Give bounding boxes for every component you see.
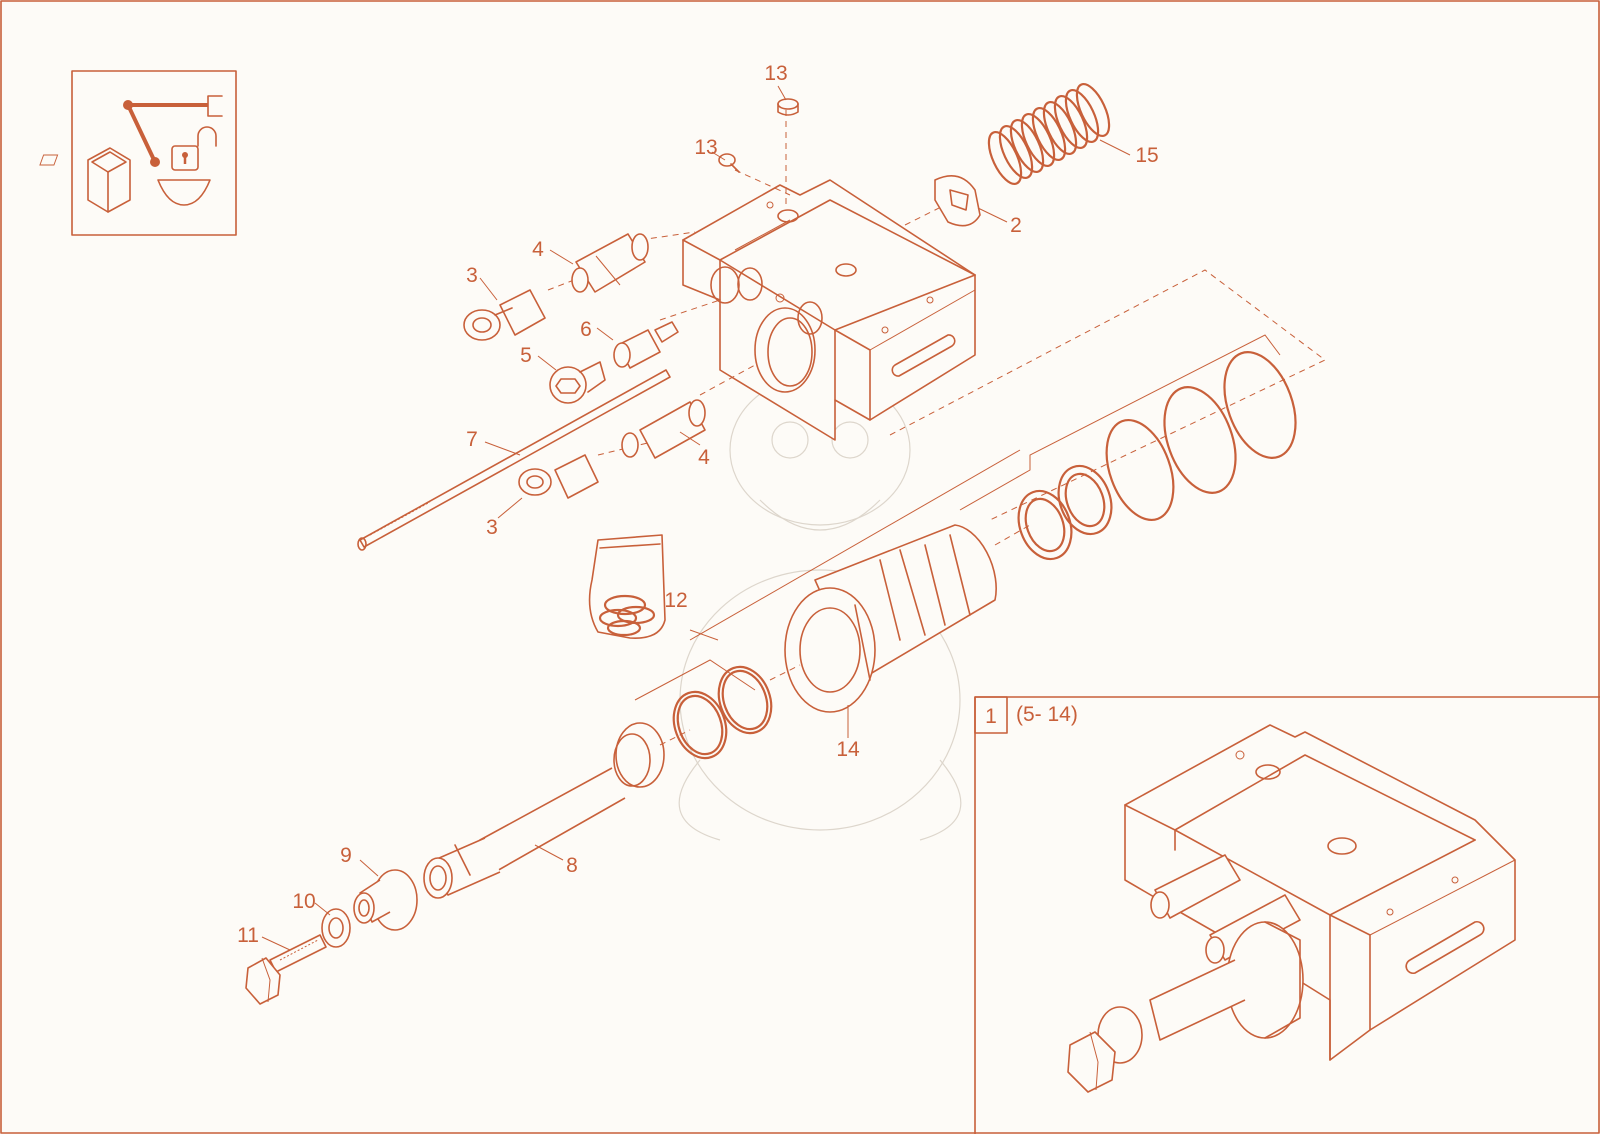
o-ring-set-right xyxy=(1017,351,1297,561)
assembly-guide-2 xyxy=(904,204,946,226)
callout-5: 5 xyxy=(520,344,532,367)
callout-6: 6 xyxy=(580,318,592,341)
assembly-guide-4a xyxy=(639,231,696,241)
inset-number-box xyxy=(974,696,1008,734)
part-13-plug-top xyxy=(777,98,799,116)
assembly-guide-shaft xyxy=(659,729,691,746)
part-3-elbow-upper xyxy=(463,289,546,341)
assembly-guide-rings-left xyxy=(769,664,801,681)
assembly-inset-panel xyxy=(974,696,1600,1134)
part-12-seal-kit-bag xyxy=(588,534,666,639)
part-3-elbow-lower xyxy=(518,454,599,499)
assembly-guide-14 xyxy=(994,524,1031,546)
kit-bracket-left xyxy=(634,659,756,701)
callout-12: 12 xyxy=(664,589,687,612)
part-13-plug-left xyxy=(718,153,740,173)
callout-3-upper: 3 xyxy=(466,264,478,287)
valve-block xyxy=(682,179,976,441)
inset-number: 1 xyxy=(985,705,997,728)
assembly-guide-6 xyxy=(659,299,721,321)
spring-coil xyxy=(1064,89,1100,143)
part-4-fitting-lower xyxy=(621,399,706,459)
part-7-rod xyxy=(357,369,671,551)
rocker-switch-icon xyxy=(39,147,131,213)
part-10-washer xyxy=(321,908,351,948)
part-11-hex-bolt xyxy=(245,934,327,1005)
assembly-guide-rings xyxy=(889,269,1326,521)
callout-leaders xyxy=(261,85,1131,951)
spring-coil xyxy=(1075,83,1111,137)
kit-bracket-center xyxy=(689,449,1021,641)
part-9-bushing xyxy=(353,869,418,931)
hydraulic-lock-symbol-icon xyxy=(71,70,237,236)
part-4-fitting-upper xyxy=(571,233,649,293)
callout-4-lower: 4 xyxy=(698,446,710,469)
callout-14: 14 xyxy=(836,738,860,761)
inset-part-range: (5- 14) xyxy=(1016,703,1078,726)
kit-bracket-right xyxy=(959,334,1281,511)
part-8-shaft xyxy=(423,722,665,899)
callout-3-lower: 3 xyxy=(486,516,498,539)
callout-7: 7 xyxy=(466,428,478,451)
callout-13-left: 13 xyxy=(694,136,717,159)
part-5-hex-plug xyxy=(549,361,606,404)
callout-4-upper: 4 xyxy=(532,238,544,261)
callout-11: 11 xyxy=(237,924,259,947)
callout-9: 9 xyxy=(340,844,352,867)
part-2-washer xyxy=(934,174,981,227)
callout-15: 15 xyxy=(1135,144,1158,167)
part-6-check-fitting xyxy=(613,321,679,369)
part-14-spool-body xyxy=(784,524,997,713)
callout-8: 8 xyxy=(566,854,578,877)
callout-2: 2 xyxy=(1010,214,1022,237)
part-15-spring xyxy=(987,83,1111,185)
callout-10: 10 xyxy=(292,890,315,913)
o-ring-set-left xyxy=(672,665,773,760)
leader-12 xyxy=(689,629,719,641)
callout-13-top: 13 xyxy=(764,62,787,85)
